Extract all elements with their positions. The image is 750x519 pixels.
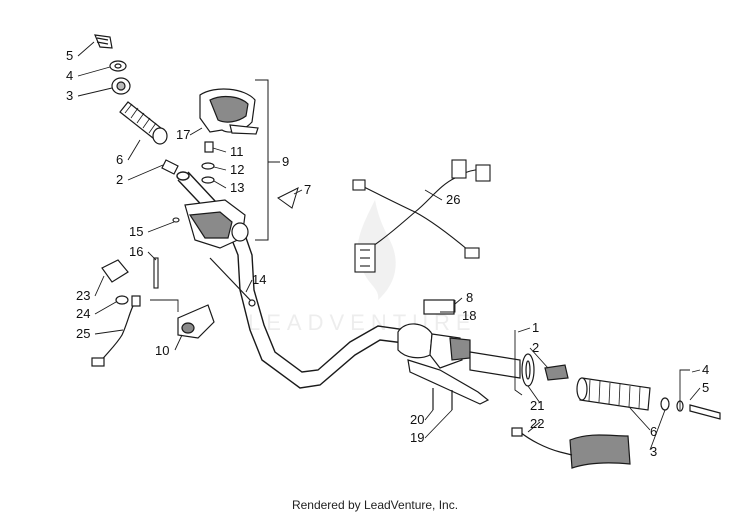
callout-19: 19: [410, 430, 424, 445]
watermark-logo: LEADVENTURE: [248, 200, 471, 335]
callout-12: 12: [230, 162, 244, 177]
leader-lines: [77, 41, 701, 451]
callout-26: 26: [446, 192, 460, 207]
callout-13: 13: [230, 180, 244, 195]
handlebar: [176, 171, 421, 389]
callout-9: 9: [282, 154, 289, 169]
callout-5-right: 5: [702, 380, 709, 395]
callout-11: 11: [230, 144, 244, 159]
footer-credit: Rendered by LeadVenture, Inc.: [291, 498, 459, 512]
left-bracket: [91, 259, 215, 367]
callout-2: 2: [116, 172, 123, 187]
callout-10: 10: [155, 343, 169, 358]
throttle-housing: [184, 199, 256, 307]
callout-1: 1: [532, 320, 539, 335]
callout-18: 18: [462, 308, 476, 323]
callout-17: 17: [176, 127, 190, 142]
callout-labels: 5 4 3 6 2 17 11 12 13 9 7 26 15 16 14 23…: [66, 48, 709, 459]
callout-23: 23: [76, 288, 90, 303]
callout-14: 14: [252, 272, 266, 287]
callout-4-right: 4: [702, 362, 709, 377]
group-bracket: [255, 79, 269, 241]
screws-15-16: [153, 217, 180, 289]
right-grip-assembly: [469, 351, 721, 469]
decal: [277, 187, 299, 209]
throttle-cover: [199, 88, 259, 184]
left-grip-assembly: [94, 34, 179, 175]
group-bracket-right-end: [679, 369, 690, 410]
callout-25: 25: [76, 326, 90, 341]
callout-22: 22: [530, 416, 544, 431]
callout-24: 24: [76, 306, 90, 321]
callout-3-right: 3: [650, 444, 657, 459]
callout-7: 7: [304, 182, 311, 197]
group-bracket-right: [514, 330, 523, 396]
callout-8: 8: [466, 290, 473, 305]
callout-5: 5: [66, 48, 73, 63]
callout-6-right: 6: [650, 424, 657, 439]
callout-16: 16: [129, 244, 143, 259]
callout-3: 3: [66, 88, 73, 103]
wire-harness: [352, 159, 491, 273]
callout-20: 20: [410, 412, 424, 427]
callout-4: 4: [66, 68, 73, 83]
callout-2-right: 2: [532, 340, 539, 355]
callout-21: 21: [530, 398, 544, 413]
callout-15: 15: [129, 224, 143, 239]
callout-6: 6: [116, 152, 123, 167]
right-switch-housing: [397, 299, 490, 410]
